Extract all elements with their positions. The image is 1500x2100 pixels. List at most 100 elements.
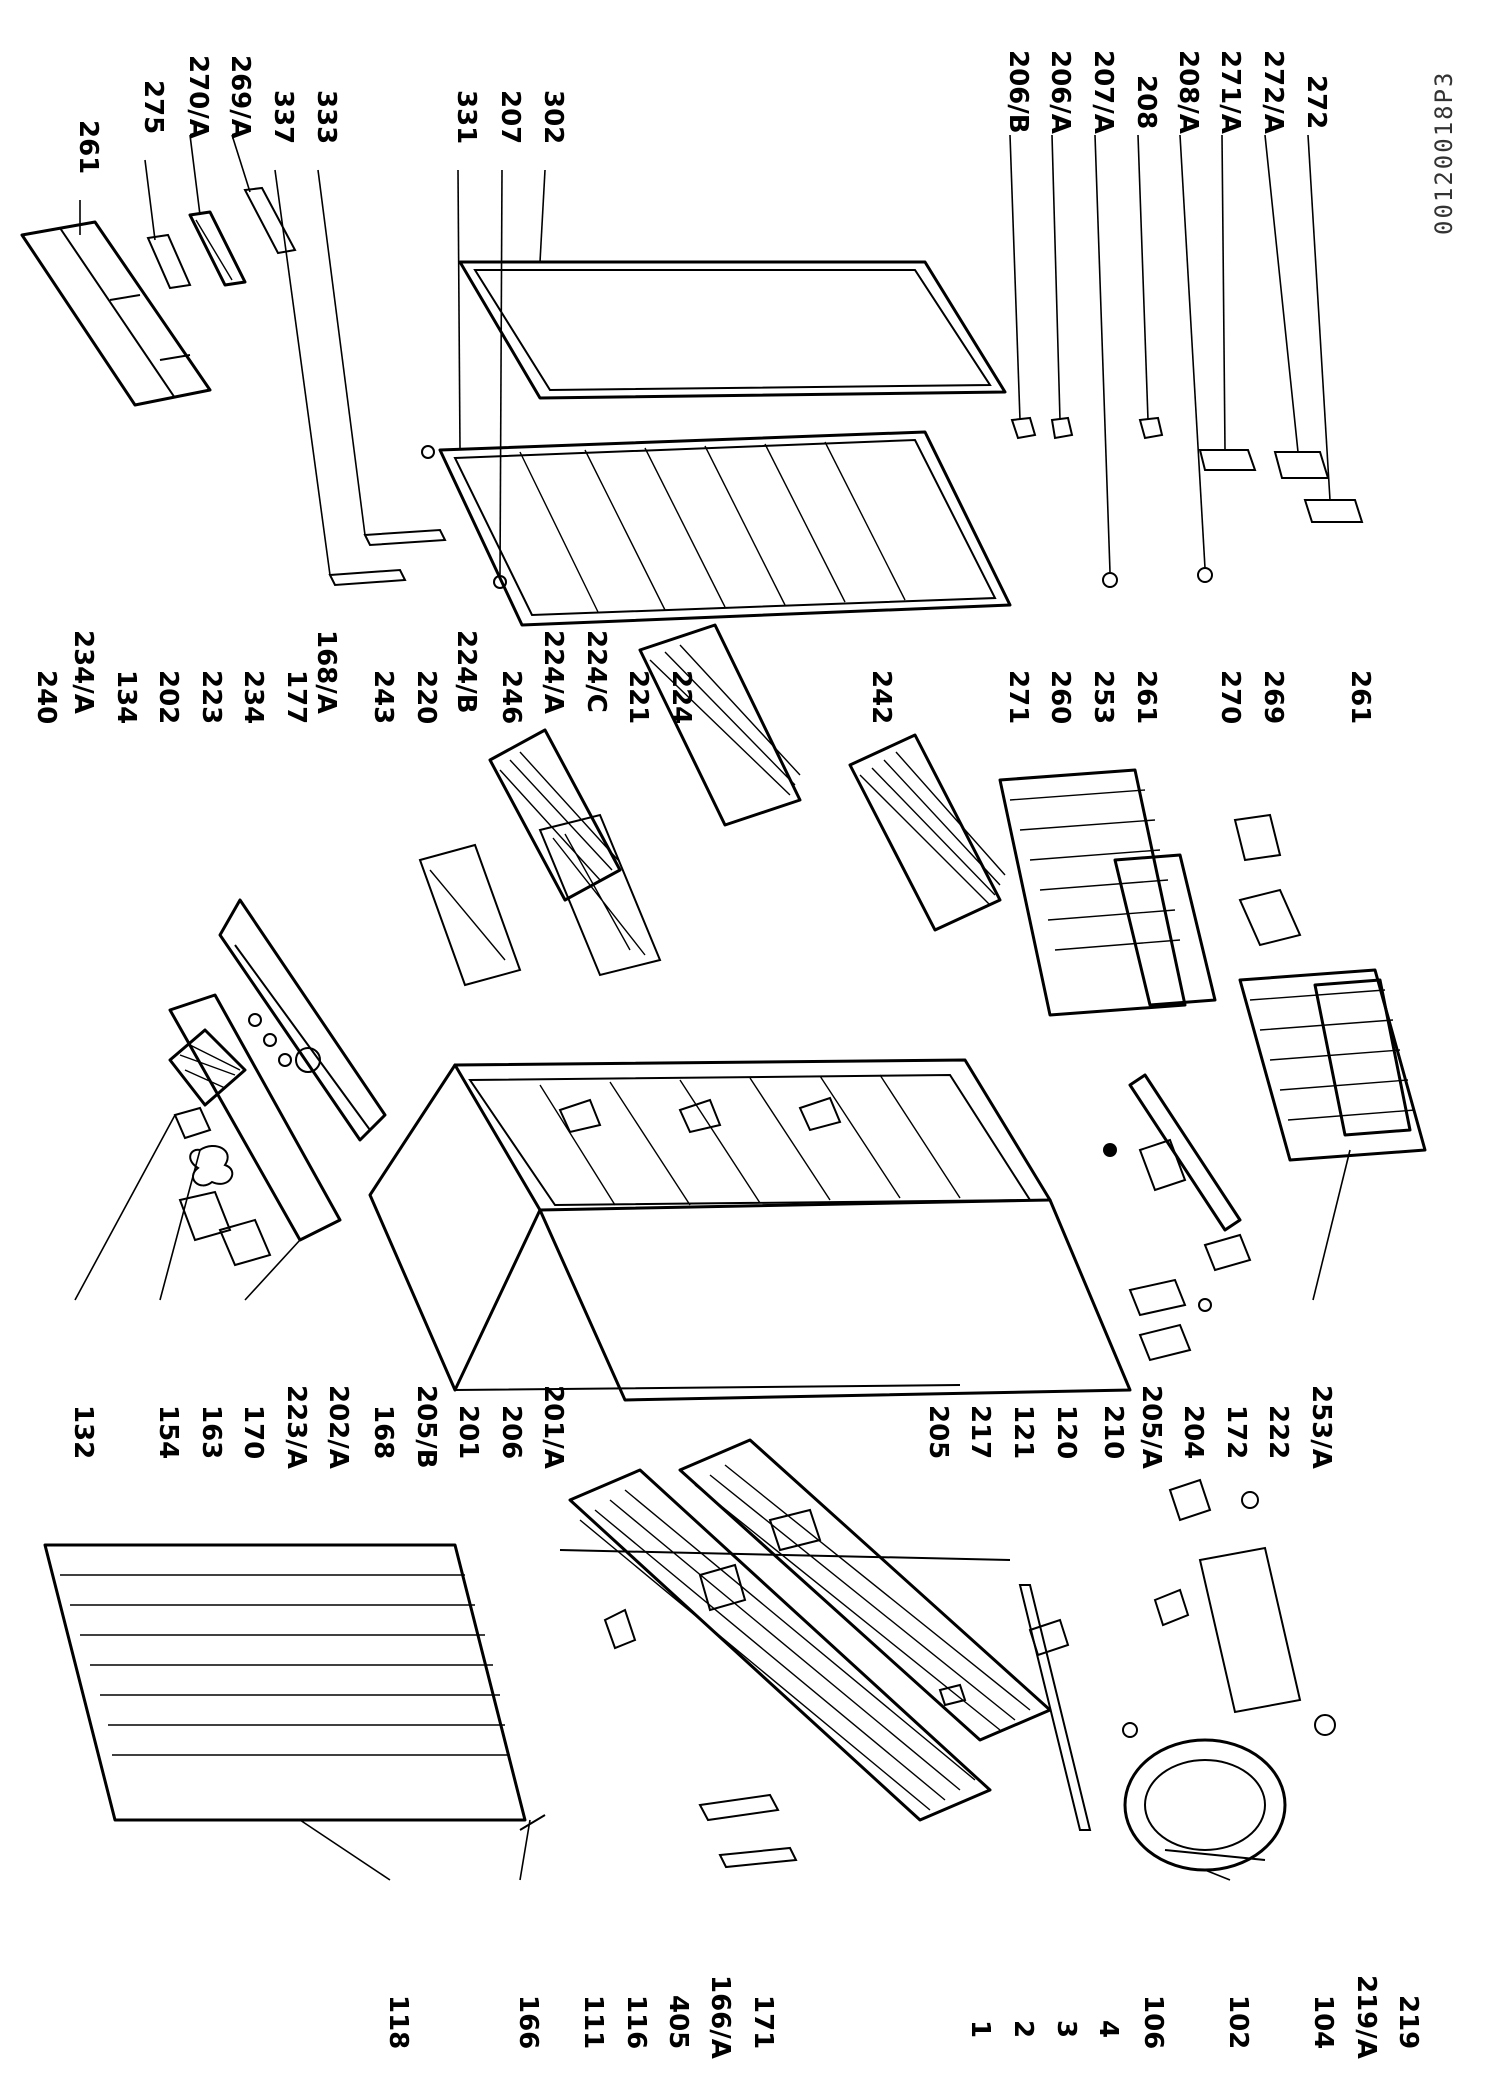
label-206b: 206/B <box>1003 50 1033 134</box>
label-261c: 261 <box>1345 670 1375 724</box>
trays-261-270-269 <box>1113 813 1412 1137</box>
shelf-242 <box>848 733 1006 932</box>
label-2: 2 <box>1008 2020 1038 2038</box>
label-202: 202 <box>153 670 183 724</box>
label-170: 170 <box>238 1405 268 1459</box>
thermostat-parts <box>173 1106 272 1267</box>
top-door-panel-261 <box>20 220 212 407</box>
label-118: 118 <box>383 1995 413 2049</box>
label-104: 104 <box>1308 1995 1338 2049</box>
label-217: 217 <box>965 1405 995 1459</box>
label-219: 219 <box>1393 1995 1423 2049</box>
labels-top-right: 206/B 206/A 207/A 208 208/A 271/A 272/A … <box>1003 50 1331 134</box>
label-202a: 202/A <box>323 1385 353 1469</box>
label-4: 4 <box>1093 2020 1123 2038</box>
label-121: 121 <box>1008 1405 1038 1459</box>
label-337: 337 <box>268 90 298 144</box>
evaporator-shelves-111 <box>559 1438 1052 1822</box>
label-253a: 253/A <box>1306 1385 1336 1469</box>
label-261: 261 <box>73 120 103 174</box>
compressor-102 <box>1123 1738 1287 1872</box>
label-205b: 205/B <box>411 1385 441 1469</box>
label-222: 222 <box>1263 1405 1293 1459</box>
hinge-parts-right <box>1010 416 1364 588</box>
cabinet-body <box>368 1058 1132 1402</box>
part-270a <box>188 210 247 287</box>
label-208a: 208/A <box>1173 50 1203 134</box>
label-168a: 168/A <box>311 630 341 714</box>
label-106: 106 <box>1138 1995 1168 2049</box>
bottom-front-parts <box>1103 1073 1252 1362</box>
label-172: 172 <box>1221 1405 1251 1459</box>
label-208: 208 <box>1131 75 1161 129</box>
basket-253 <box>998 768 1187 1017</box>
label-205a: 205/A <box>1136 1385 1166 1469</box>
label-246: 246 <box>496 670 526 724</box>
label-272a: 272/A <box>1258 50 1288 134</box>
label-210: 210 <box>1098 1405 1128 1459</box>
label-166: 166 <box>513 1995 543 2049</box>
label-1: 1 <box>965 2020 995 2038</box>
labels-middle-bottom: 132 154 163 170 223/A 202/A 168 205/B 20… <box>68 1385 1336 1469</box>
label-207a: 207/A <box>1088 50 1118 134</box>
label-242: 242 <box>866 670 896 724</box>
label-102: 102 <box>1223 1995 1253 2049</box>
label-205: 205 <box>923 1405 953 1459</box>
label-223a: 223/A <box>281 1385 311 1469</box>
label-224b: 224/B <box>451 630 481 714</box>
label-253: 253 <box>1088 670 1118 724</box>
label-206a: 206/A <box>1045 50 1075 134</box>
door-gasket-302 <box>458 260 1007 400</box>
part-240-grille <box>168 1028 247 1107</box>
label-261b: 261 <box>1131 670 1161 724</box>
labels-top-left: 261 275 270/A 269/A 337 333 331 207 302 <box>73 55 568 174</box>
small-bottom-parts <box>603 1478 1336 1869</box>
label-275: 275 <box>138 80 168 134</box>
leader-lines <box>74 134 1351 1881</box>
label-302: 302 <box>538 90 568 144</box>
label-405: 405 <box>663 1995 693 2049</box>
label-204: 204 <box>1178 1405 1208 1459</box>
control-panel-assembly <box>168 898 387 1242</box>
label-201a: 201/A <box>538 1385 568 1469</box>
label-240: 240 <box>31 670 61 724</box>
label-207: 207 <box>495 90 525 144</box>
labels-middle-top: 240 234/A 134 202 223 234 177 168/A 243 … <box>31 630 1375 724</box>
label-243: 243 <box>368 670 398 724</box>
label-270: 270 <box>1215 670 1245 724</box>
label-260: 260 <box>1045 670 1075 724</box>
label-168: 168 <box>368 1405 398 1459</box>
labels-bottom: 118 166 111 116 405 166/A 171 1 2 3 4 10… <box>383 1975 1423 2059</box>
handle-337-333 <box>328 528 447 587</box>
label-171: 171 <box>748 1995 778 2049</box>
label-271: 271 <box>1003 670 1033 724</box>
label-132: 132 <box>68 1405 98 1459</box>
label-134: 134 <box>111 670 141 724</box>
label-224a: 224/A <box>538 630 568 714</box>
label-111: 111 <box>578 1995 608 2049</box>
label-224: 224 <box>666 670 696 724</box>
label-272: 272 <box>1301 75 1331 129</box>
label-166a: 166/A <box>705 1975 735 2059</box>
part-275 <box>146 233 192 290</box>
label-163: 163 <box>196 1405 226 1459</box>
label-3: 3 <box>1051 2020 1081 2038</box>
label-331: 331 <box>451 90 481 144</box>
door-inner-331 <box>421 430 1012 627</box>
label-206: 206 <box>496 1405 526 1459</box>
basket-246-224 <box>488 623 802 902</box>
label-234a: 234/A <box>68 630 98 714</box>
label-269: 269 <box>1258 670 1288 724</box>
label-219a: 219/A <box>1351 1975 1381 2059</box>
label-333: 333 <box>311 90 341 144</box>
label-223: 223 <box>196 670 226 724</box>
label-269a: 269/A <box>225 55 255 139</box>
label-271a: 271/A <box>1215 50 1245 134</box>
label-234: 234 <box>238 670 268 724</box>
condenser-118 <box>43 1543 546 1831</box>
reference-code: 00120018P3 <box>1430 71 1458 236</box>
label-220: 220 <box>411 670 441 724</box>
label-177: 177 <box>281 670 311 724</box>
part-269a <box>243 186 297 255</box>
